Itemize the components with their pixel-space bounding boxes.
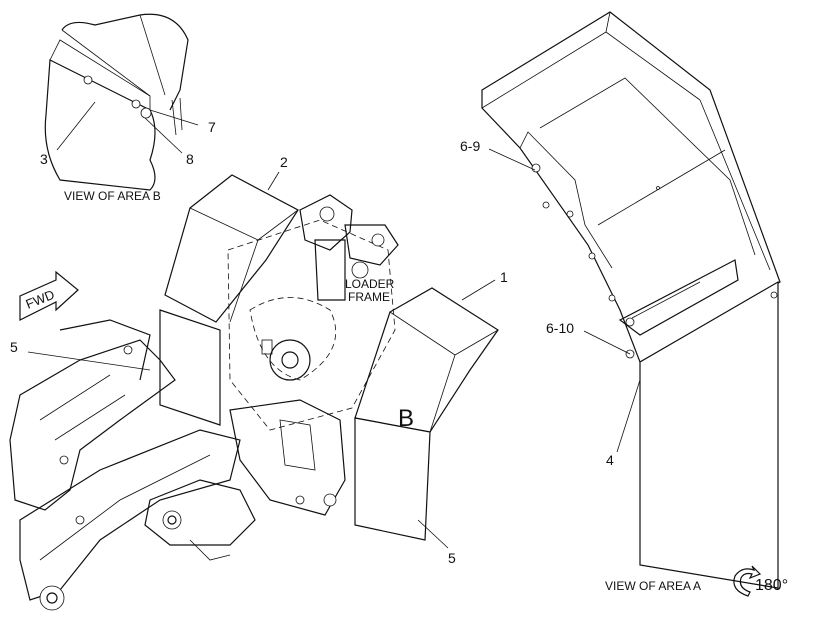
- pivot-pin: [351, 261, 369, 279]
- fwd-arrow: [19, 270, 79, 321]
- area-a-mud-flap: [639, 280, 779, 589]
- axle-housing: [144, 479, 256, 546]
- detail-b-bolt: [131, 99, 141, 109]
- loader-link-right: [344, 224, 399, 266]
- leader-3: [56, 101, 96, 151]
- detail-b-guard-edge: [61, 29, 151, 97]
- boom-arm-lower: [19, 429, 241, 601]
- rotate-arrow-icon: [733, 565, 762, 597]
- center-hub: [269, 339, 311, 381]
- main-assembly: [9, 174, 499, 611]
- frame-tab: [261, 339, 273, 355]
- leader-6-9: [488, 148, 536, 171]
- callout-4: 4: [606, 452, 614, 468]
- frame-bolt: [123, 345, 133, 355]
- mud-flap-left: [159, 309, 221, 426]
- caption-view-of-area-b: VIEW OF AREA B: [64, 189, 161, 203]
- leader-1: [461, 279, 496, 301]
- pivot-pin: [319, 206, 335, 222]
- detail-b-mud-flap: [44, 59, 156, 191]
- boom-arm-top-plate: [59, 319, 151, 381]
- loader-frame-hidden-hub: [249, 297, 337, 381]
- axle-hub: [162, 510, 182, 530]
- pivot-pin: [371, 233, 385, 247]
- callout-6-9: 6-9: [460, 138, 480, 154]
- frame-bolt: [59, 455, 69, 465]
- rotation-label: 180°: [755, 577, 788, 594]
- area-a-guard-fold: [597, 149, 726, 226]
- callout-2: 2: [280, 154, 288, 170]
- callout-1: 1: [500, 269, 508, 285]
- area-a-brace-edge: [631, 281, 701, 319]
- area-a-bolt: [566, 210, 574, 218]
- callout-5-left: 5: [10, 339, 18, 355]
- mud-flap-right: [354, 417, 431, 541]
- fender-guard-1: [354, 287, 499, 433]
- callout-7: 7: [208, 119, 216, 135]
- callout-8: 8: [186, 151, 194, 167]
- axle-hub-inner: [167, 515, 177, 525]
- frame-bolt: [323, 493, 337, 507]
- loader-frame-label-line1: LOADER: [345, 277, 395, 291]
- area-a-bolt: [770, 291, 778, 299]
- leader-6-10: [583, 330, 631, 355]
- lower-pivot: [39, 585, 65, 611]
- area-a-bolt: [531, 163, 541, 173]
- frame-bolt: [295, 495, 305, 505]
- fender-guard-1-folds: [389, 311, 499, 433]
- loader-link-upper: [299, 194, 353, 251]
- leader-5-left: [27, 351, 151, 371]
- leader-2: [267, 171, 280, 191]
- leader-5-bottom: [417, 519, 449, 549]
- leader-lines: [27, 101, 641, 549]
- lower-pivot-inner: [46, 592, 58, 604]
- area-a-guard-edge: [699, 99, 771, 271]
- area-a-mount-strip: [519, 131, 613, 269]
- rear-frame-plate: [279, 419, 316, 471]
- area-a-bolt: [625, 317, 635, 327]
- leader-7: [149, 109, 199, 126]
- callout-5-bottom: 5: [448, 550, 456, 566]
- area-a-guard-outline: [481, 11, 781, 363]
- area-a-guard-top: [481, 11, 701, 109]
- detail-b-guard-fold: [139, 14, 166, 96]
- detail-b-washer: [140, 107, 152, 119]
- area-a-bolt: [542, 201, 550, 209]
- fwd-label: FWD: [24, 287, 57, 312]
- caption-view-of-area-a: VIEW OF AREA A: [605, 579, 701, 593]
- detail-b-strip: [49, 39, 151, 110]
- area-a-bolt: [608, 294, 616, 302]
- detail-b-bolt: [83, 75, 93, 85]
- loader-frame-label-line2: FRAME: [348, 290, 390, 304]
- area-a-rivet: [656, 186, 660, 190]
- detail-view-area-a: [481, 11, 781, 589]
- boom-arm-rails: [39, 374, 126, 441]
- leader-4: [616, 379, 641, 453]
- area-a-brace: [618, 259, 739, 336]
- loader-bracket: [314, 239, 346, 301]
- detail-view-area-b: [44, 13, 189, 191]
- area-a-guard-ridge: [539, 77, 756, 256]
- frame-bolt: [75, 515, 85, 525]
- boom-arm-upper: [9, 339, 176, 511]
- callout-3: 3: [40, 151, 48, 167]
- boom-arm-lower-rail: [39, 454, 211, 561]
- area-a-bolt: [588, 252, 596, 260]
- area-b-marker: B: [398, 405, 414, 432]
- leader-8: [144, 117, 183, 154]
- callout-6-10: 6-10: [546, 320, 574, 336]
- center-hub-inner: [281, 351, 299, 369]
- axle-bracket: [189, 539, 231, 561]
- loader-frame-hidden-outline: [227, 219, 396, 431]
